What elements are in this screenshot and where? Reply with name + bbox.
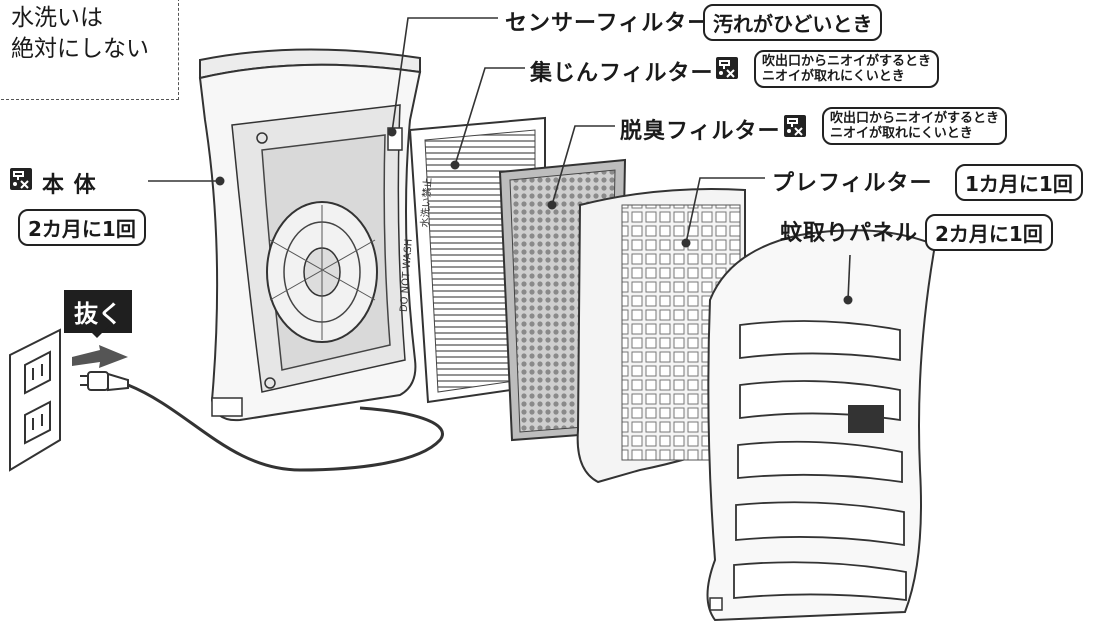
- unplug-pointer: [85, 326, 109, 338]
- badge-dust-filter: 吹出口からニオイがするとき ニオイが取れにくいとき: [754, 50, 940, 88]
- label-mosquito-panel: 蚊取りパネル: [780, 221, 919, 246]
- label-body: 本 体: [42, 173, 97, 198]
- badge-deodor-filter: 吹出口からニオイがするとき ニオイが取れにくいとき: [822, 107, 1008, 145]
- badge-body: 2カ月に1回: [18, 209, 146, 246]
- no-wash-icon: [716, 57, 738, 79]
- badge-pre-filter: 1カ月に1回: [955, 164, 1083, 201]
- no-wash-icon: [784, 115, 806, 137]
- badge-mosquito-panel: 2カ月に1回: [925, 214, 1053, 251]
- leader-lines: [148, 17, 851, 301]
- no-wash-icon: [10, 168, 32, 190]
- badge-dust-filter-line-1: 吹出口からニオイがするとき: [762, 54, 932, 69]
- main-body: [198, 48, 422, 422]
- label-sensor-filter: センサーフィルター: [505, 11, 711, 36]
- unplug-arrow: [72, 345, 128, 368]
- label-deodor-filter: 脱臭フィルター: [620, 119, 781, 144]
- warning-line-2: 絶対にしない: [11, 36, 149, 62]
- power-cord: [127, 383, 444, 472]
- warning-line-1: 水洗いは: [11, 5, 103, 31]
- leader-dots: [215, 127, 853, 305]
- badge-deodor-filter-line-2: ニオイが取れにくいとき: [830, 126, 973, 141]
- label-pre-filter: プレフィルター: [772, 171, 933, 196]
- no-wash-warning: 水洗いは 絶対にしない: [0, 0, 179, 100]
- wall-outlet: [9, 328, 61, 472]
- mosquito-panel: [706, 229, 937, 622]
- power-plug: [80, 371, 129, 392]
- label-dust-filter: 集じんフィルター: [530, 61, 714, 86]
- badge-dust-filter-line-2: ニオイが取れにくいとき: [762, 69, 905, 84]
- badge-sensor-filter: 汚れがひどいとき: [703, 4, 883, 41]
- badge-deodor-filter-line-1: 吹出口からニオイがするとき: [830, 111, 1000, 126]
- unplug-label: 抜く: [64, 290, 132, 333]
